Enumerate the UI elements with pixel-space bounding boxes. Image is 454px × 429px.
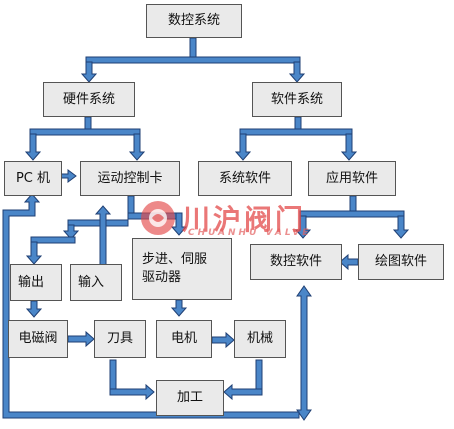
arrow-to-software	[288, 61, 306, 83]
root-bar	[85, 56, 301, 64]
arrow-to-output	[25, 241, 43, 265]
arrow-output-to-solenoid	[25, 300, 43, 318]
box-app-sw: 应用软件	[308, 161, 396, 196]
box-output: 输出	[10, 264, 62, 301]
box-process: 加工	[156, 380, 224, 416]
nc-vertical-double-arrow	[296, 285, 312, 421]
card-to-driver-bar	[127, 212, 183, 220]
box-root: 数控系统	[146, 4, 242, 38]
arrow-driver-to-motor	[170, 299, 188, 317]
arrow-input-to-card	[94, 205, 112, 273]
arrow-app-to-nc	[294, 215, 312, 239]
arrow-tool-to-process	[109, 383, 155, 401]
box-software: 软件系统	[252, 82, 342, 117]
software-bar	[239, 128, 353, 136]
pc-loop-connector	[2, 193, 300, 419]
arrow-motor-to-machine	[211, 331, 235, 349]
box-driver: 步进、伺服 驱动器	[132, 238, 232, 300]
box-tool: 刀具	[94, 320, 146, 358]
box-solenoid: 电磁阀	[8, 320, 68, 358]
arrow-to-pc	[24, 133, 42, 161]
driver-label-line1: 步进、伺服	[142, 252, 208, 268]
box-nc-sw: 数控软件	[250, 244, 342, 280]
arrow-to-hardware	[80, 61, 98, 83]
arrow-to-app-sw	[340, 133, 358, 161]
box-motor: 电机	[156, 320, 212, 358]
arrow-app-to-draw	[392, 215, 410, 239]
driver-label-line2: 驱动器	[142, 270, 182, 285]
arrow-to-motion-card	[128, 133, 146, 161]
arrow-to-system-sw	[234, 133, 252, 161]
box-system-sw: 系统软件	[198, 161, 292, 196]
box-input: 输入	[70, 264, 122, 301]
card-to-output-bar	[67, 219, 129, 227]
box-machine: 机械	[234, 320, 286, 358]
output-feed-bar	[30, 236, 76, 244]
arrow-to-output-branch	[62, 224, 80, 240]
arrow-solenoid-to-tool	[67, 330, 95, 348]
arrow-draw-to-nc	[339, 253, 359, 271]
arrow-to-driver	[170, 212, 188, 236]
box-pc: PC 机	[4, 161, 62, 196]
arrow-machine-to-process	[223, 383, 263, 401]
hardware-bar	[29, 128, 141, 136]
box-draw-sw: 绘图软件	[358, 244, 444, 280]
box-hardware: 硬件系统	[43, 82, 135, 117]
box-motion-card: 运动控制卡	[80, 161, 180, 196]
app-bar	[299, 210, 405, 218]
